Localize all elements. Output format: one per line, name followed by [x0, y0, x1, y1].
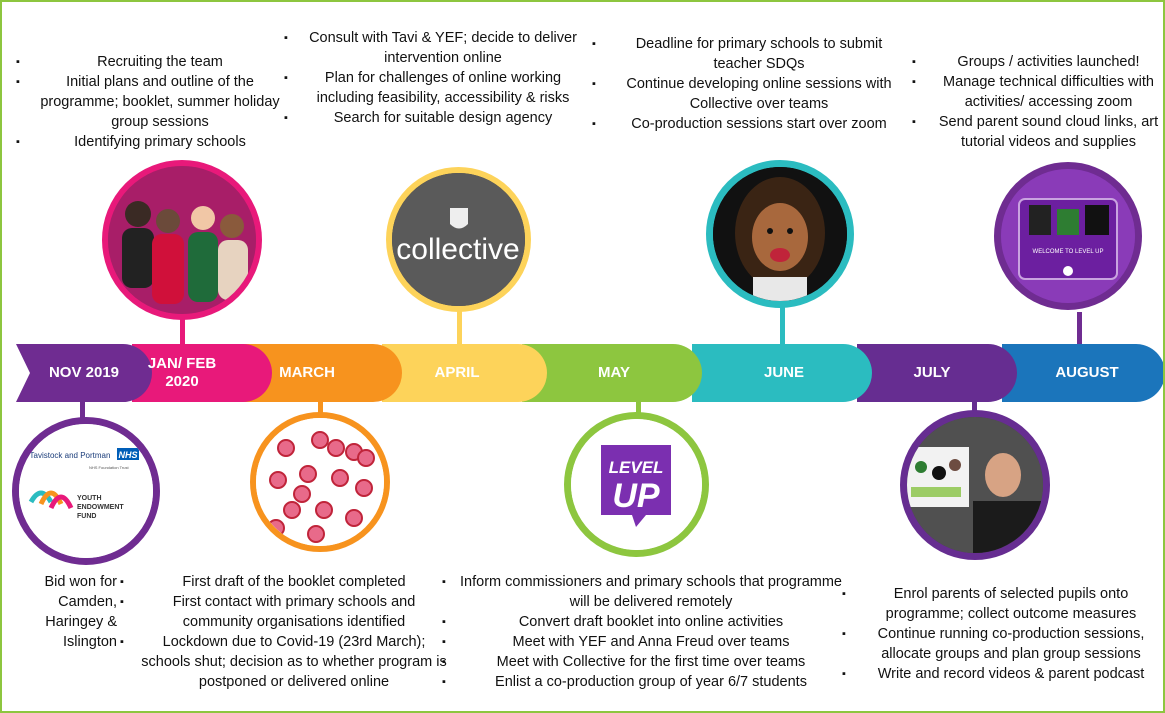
tavistock-text: e Tavistock and Portman	[23, 451, 110, 460]
note-item: Lockdown due to Covid-19 (23rd March); s…	[120, 632, 450, 692]
collective-logo-text: collective	[396, 233, 519, 266]
svg-text:FUND: FUND	[77, 513, 96, 520]
note-item: Bid won for Camden, Haringey & Islington	[44, 574, 117, 650]
smiling-avatar-image	[706, 160, 854, 308]
note-nov: Bid won for Camden, Haringey & Islington	[22, 572, 117, 652]
virus-particle	[283, 501, 301, 519]
month-label: NOV 2019	[48, 364, 120, 381]
note-item: Co-production sessions start over zoom	[592, 114, 908, 134]
note-item: Convert draft booklet into online activi…	[442, 612, 842, 632]
month-label: JULY	[913, 364, 951, 381]
connector-janfeb	[180, 312, 185, 344]
note-june: Deadline for primary schools to submit t…	[592, 34, 908, 134]
timeline-segment	[232, 344, 402, 402]
collective-logo-image: collective	[386, 167, 531, 312]
virus-particle	[311, 431, 329, 449]
note-item: Groups / activities launched!	[912, 52, 1163, 72]
tablet-title-text: WELCOME TO LEVEL UP	[1033, 249, 1104, 255]
note-item: Recruiting the team	[16, 52, 286, 72]
note-item: First draft of the booklet completed	[120, 572, 450, 592]
note-item: Continue developing online sessions with…	[592, 74, 908, 114]
note-item: Enlist a co-production group of year 6/7…	[442, 672, 842, 692]
note-may: Inform commissioners and primary schools…	[442, 572, 842, 692]
covid-virus-image	[250, 412, 390, 552]
partner-logos-image: e Tavistock and Portman NHS NHS Foundati…	[12, 417, 160, 565]
note-july: Enrol parents of selected pupils onto pr…	[842, 584, 1162, 684]
welcome-tablet-image: WELCOME TO LEVEL UP	[994, 162, 1142, 310]
nhs-trust-text: NHS Foundation Trust	[89, 465, 129, 470]
note-march: First draft of the booklet completed Fir…	[120, 572, 450, 692]
month-label: MARCH	[279, 364, 335, 381]
virus-particle	[331, 469, 349, 487]
virus-particle	[307, 525, 325, 543]
timeline-segment	[857, 344, 1017, 402]
connector-june	[780, 302, 785, 344]
note-item: Manage technical difficulties with activ…	[912, 72, 1163, 112]
svg-text:YOUTH: YOUTH	[77, 495, 102, 502]
month-label: MAY	[598, 364, 630, 381]
virus-particle	[355, 479, 373, 497]
team-avatars-image	[102, 160, 262, 320]
timeline-segment	[522, 344, 702, 402]
month-label: JUNE	[763, 364, 804, 381]
note-item: Identifying primary schools	[16, 132, 286, 152]
svg-text:ENDOWMENT: ENDOWMENT	[77, 504, 124, 511]
virus-particle	[277, 439, 295, 457]
nhs-logo: NHS	[118, 450, 137, 460]
note-item: Send parent sound cloud links, art tutor…	[912, 112, 1163, 152]
note-item: Consult with Tavi & YEF; decide to deliv…	[284, 28, 584, 68]
timeline-segment	[1002, 344, 1163, 402]
virus-particle	[357, 449, 375, 467]
note-item: First contact with primary schools and c…	[120, 592, 450, 632]
level-up-logo-image: LEVEL UP	[564, 412, 709, 557]
note-item: Initial plans and outline of the program…	[16, 72, 286, 132]
up-text: UP	[612, 477, 660, 515]
month-label: JAN/ FEB 2020	[147, 355, 217, 390]
month-label: APRIL	[434, 364, 480, 381]
connector-may	[636, 400, 641, 414]
level-text: LEVEL	[609, 458, 664, 477]
connector-march	[318, 400, 323, 414]
note-item: Deadline for primary schools to submit t…	[592, 34, 908, 74]
connector-nov	[80, 400, 85, 420]
virus-particle	[299, 465, 317, 483]
note-august: Groups / activities launched! Manage tec…	[912, 52, 1163, 152]
connector-july	[972, 400, 977, 414]
timeline-segment	[382, 344, 547, 402]
note-item: Meet with YEF and Anna Freud over teams	[442, 632, 842, 652]
note-item: Meet with Collective for the first time …	[442, 652, 842, 672]
virus-particle	[345, 509, 363, 527]
note-item: Inform commissioners and primary schools…	[442, 572, 842, 612]
virus-particle	[315, 501, 333, 519]
note-item: Enrol parents of selected pupils onto pr…	[842, 584, 1162, 624]
note-april: Consult with Tavi & YEF; decide to deliv…	[284, 28, 584, 128]
note-item: Write and record videos & parent podcast	[842, 664, 1162, 684]
virus-particle	[269, 471, 287, 489]
connector-april	[457, 302, 462, 344]
month-label: AUGUST	[1055, 364, 1119, 381]
video-presenter-image	[900, 410, 1050, 560]
note-item: Search for suitable design agency	[284, 108, 584, 128]
note-item: Plan for challenges of online working in…	[284, 68, 584, 108]
note-janfeb: Recruiting the team Initial plans and ou…	[16, 52, 286, 152]
timeline-segment	[132, 344, 272, 402]
virus-particle	[327, 439, 345, 457]
timeline-segment	[692, 344, 872, 402]
connector-august	[1077, 312, 1082, 344]
note-item: Continue running co-production sessions,…	[842, 624, 1162, 664]
timeline-segment	[16, 344, 152, 402]
virus-particle	[293, 485, 311, 503]
